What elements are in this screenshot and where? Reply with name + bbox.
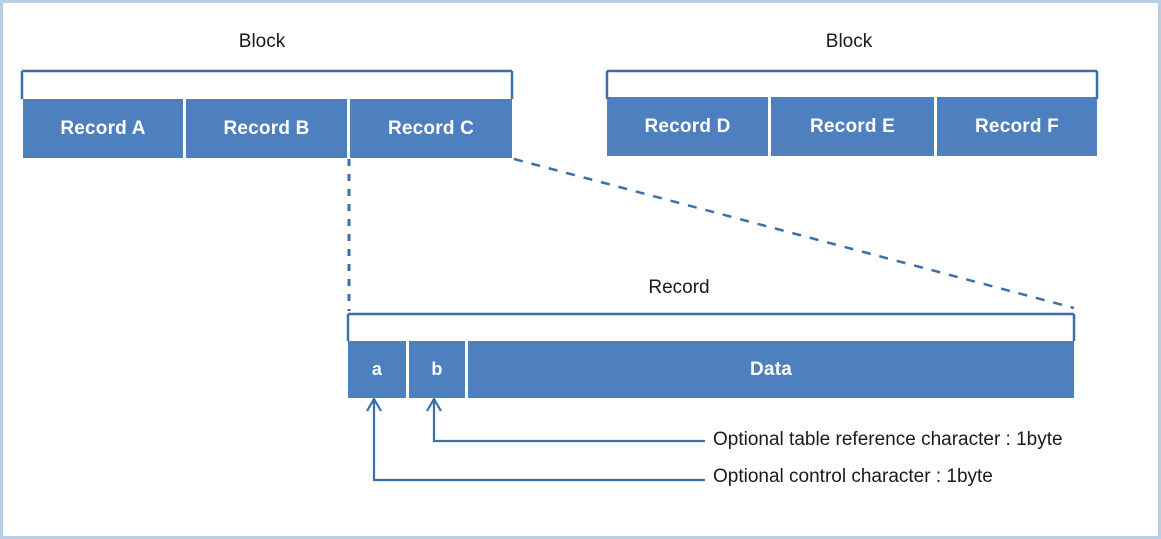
bracket-block-right — [605, 69, 1099, 99]
record-field-table-reference[interactable]: b — [409, 341, 465, 398]
annotation-table-reference: Optional table reference character : 1by… — [713, 429, 1063, 450]
record-field-control-character[interactable]: a — [348, 341, 406, 398]
record-cell-f[interactable]: Record F — [937, 97, 1097, 156]
leader-control-character — [366, 396, 705, 482]
leader-table-reference — [426, 396, 705, 443]
annotation-control-character: Optional control character : 1byte — [713, 466, 993, 487]
record-cell-a[interactable]: Record A — [23, 99, 183, 158]
record-cell-c[interactable]: Record C — [350, 99, 512, 158]
dashed-connector-diagonal — [513, 157, 1075, 310]
record-detail-title: Record — [648, 277, 710, 298]
block-right-title: Block — [825, 31, 873, 52]
record-field-data[interactable]: Data — [468, 341, 1074, 398]
bracket-block-left — [20, 69, 514, 99]
record-cell-d[interactable]: Record D — [607, 97, 768, 156]
record-cell-e[interactable]: Record E — [771, 97, 934, 156]
block-left-title: Block — [238, 31, 286, 52]
diagram-line-overlay — [20, 69, 1099, 482]
bracket-record — [346, 312, 1076, 341]
record-cell-b[interactable]: Record B — [186, 99, 347, 158]
